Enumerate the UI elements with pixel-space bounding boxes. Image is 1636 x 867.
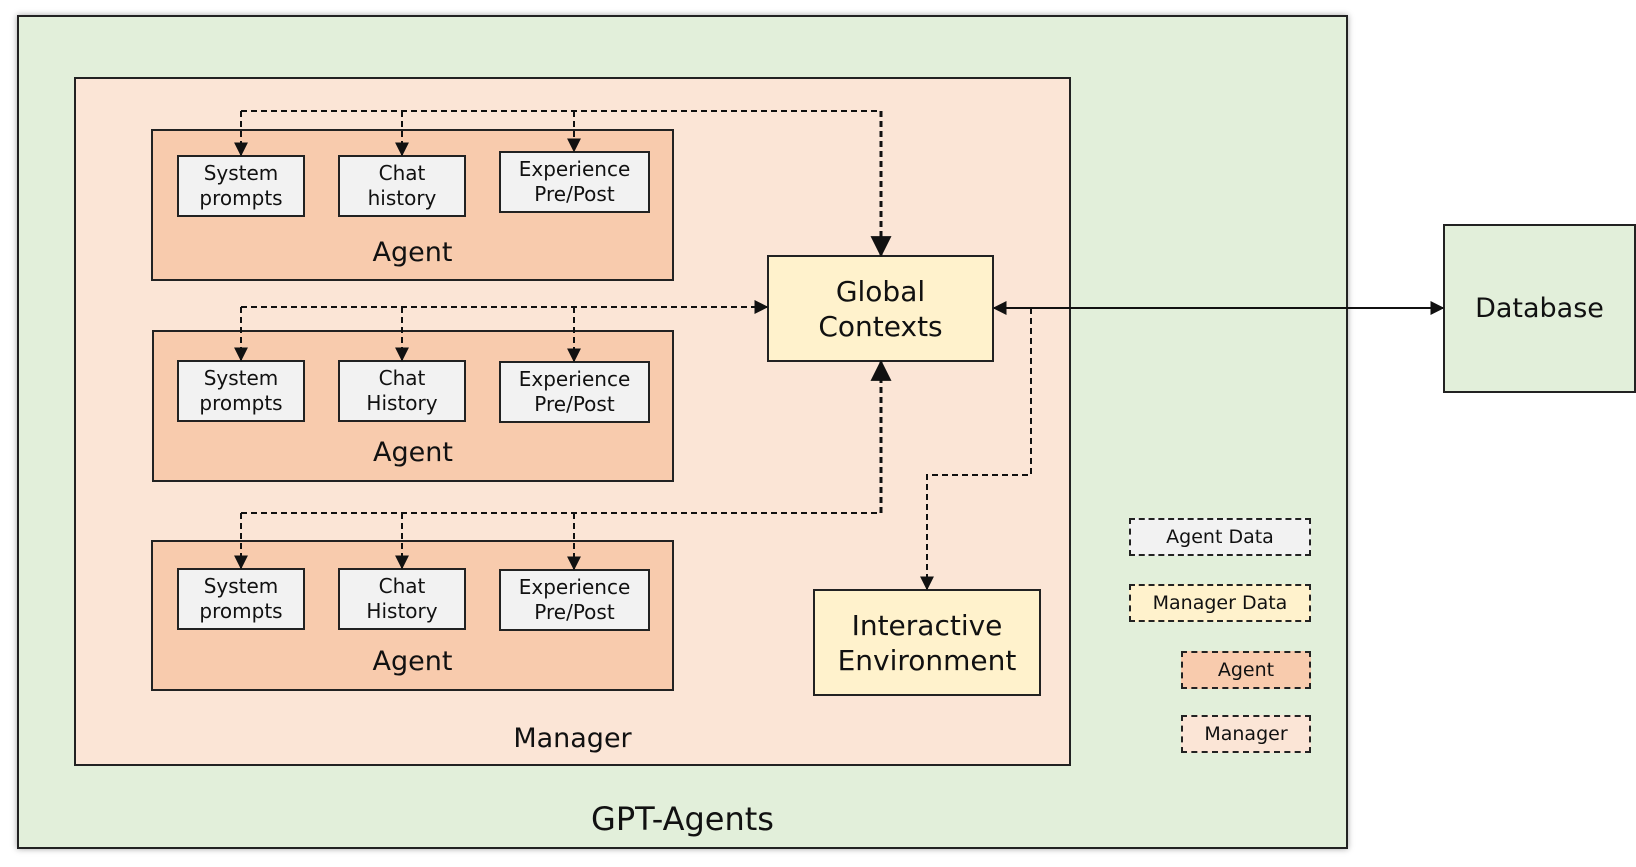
legend-agent: Agent <box>1181 651 1311 689</box>
agent-label: Agent <box>373 437 453 468</box>
gpt-agents-title: GPT-Agents <box>591 800 774 838</box>
chat-history-box: Chat History <box>338 568 466 630</box>
global-to-environment-arrow <box>920 308 1032 591</box>
interactive-environment-box: Interactive Environment <box>813 589 1041 696</box>
system-prompts-box: System prompts <box>177 155 305 217</box>
system-prompts-box: System prompts <box>177 360 305 422</box>
agent-label: Agent <box>372 646 453 677</box>
legend-manager-data: Manager Data <box>1129 584 1311 622</box>
experience-pre-post-box: Experience Pre/Post <box>499 361 650 423</box>
agent-label: Agent <box>372 237 453 268</box>
system-prompts-box: System prompts <box>177 568 305 630</box>
legend-manager: Manager <box>1181 715 1311 753</box>
legend-agent-data: Agent Data <box>1129 518 1311 556</box>
experience-pre-post-box: Experience Pre/Post <box>499 151 650 213</box>
chat-history-box: Chat History <box>338 360 466 422</box>
manager-label: Manager <box>513 723 632 754</box>
